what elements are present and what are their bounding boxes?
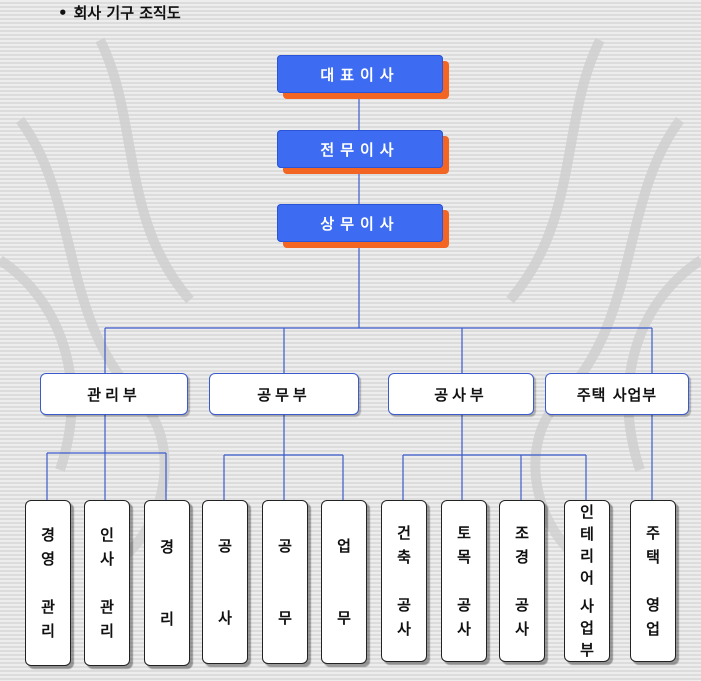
unit-public-affairs: 공 무 xyxy=(262,500,308,664)
unit-label-top: 건 축 xyxy=(397,524,411,566)
unit-hr-management: 인 사 관 리 xyxy=(84,500,130,666)
unit-label-bottom: 무 xyxy=(278,609,292,627)
unit-accounting: 경 리 xyxy=(144,500,190,666)
unit-housing-sales: 주 택 영 업 xyxy=(630,500,676,662)
unit-label-top: 토 목 xyxy=(457,524,471,566)
dept-construction: 공사부 xyxy=(388,373,534,415)
unit-label-top: 주 택 xyxy=(646,524,660,566)
unit-interior-business: 인 테 리 어 사 업 부 xyxy=(564,500,610,662)
unit-label-bottom: 공 사 xyxy=(397,596,411,638)
dept-management: 관리부 xyxy=(40,373,188,415)
unit-label-bottom: 공 사 xyxy=(457,596,471,638)
unit-label-bottom: 사 업 부 xyxy=(580,597,594,659)
executive-managing-director: 상무이사 xyxy=(277,204,449,248)
unit-label-bottom: 공 사 xyxy=(515,596,529,638)
executive-senior-managing-director-label: 전무이사 xyxy=(277,130,443,168)
page-title-text: 회사 기구 조직도 xyxy=(73,4,181,22)
unit-label-top: 경 영 xyxy=(41,526,55,568)
unit-label-top: 인 테 리 어 xyxy=(580,503,594,587)
bullet-icon: • xyxy=(58,4,68,22)
unit-label-bottom: 관 리 xyxy=(100,598,114,640)
executive-ceo: 대표이사 xyxy=(277,55,449,99)
unit-operations: 업 무 xyxy=(321,500,367,664)
unit-label-bottom: 리 xyxy=(160,610,174,628)
executive-ceo-label: 대표이사 xyxy=(277,55,443,93)
executive-managing-director-label: 상무이사 xyxy=(277,204,443,242)
unit-business-management: 경 영 관 리 xyxy=(25,500,71,666)
unit-label-top: 공 xyxy=(218,537,232,555)
unit-label-top: 조 경 xyxy=(515,524,529,566)
unit-landscaping: 조 경 공 사 xyxy=(499,500,545,662)
unit-construction-works: 공 사 xyxy=(202,500,248,664)
unit-label-top: 공 xyxy=(278,537,292,555)
unit-label-bottom: 사 xyxy=(218,609,232,627)
unit-label-bottom: 영 업 xyxy=(646,596,660,638)
executive-senior-managing-director: 전무이사 xyxy=(277,130,449,174)
dept-works: 공무부 xyxy=(209,373,359,415)
unit-label-top: 경 xyxy=(160,538,174,556)
unit-label-top: 업 xyxy=(337,537,351,555)
page-title: • 회사 기구 조직도 xyxy=(58,2,181,23)
unit-label-top: 인 사 xyxy=(100,526,114,568)
unit-label-bottom: 무 xyxy=(337,609,351,627)
unit-building-construction: 건 축 공 사 xyxy=(381,500,427,662)
unit-civil-engineering: 토 목 공 사 xyxy=(441,500,487,662)
dept-housing-business: 주택 사업부 xyxy=(545,373,689,415)
unit-label-bottom: 관 리 xyxy=(41,598,55,640)
